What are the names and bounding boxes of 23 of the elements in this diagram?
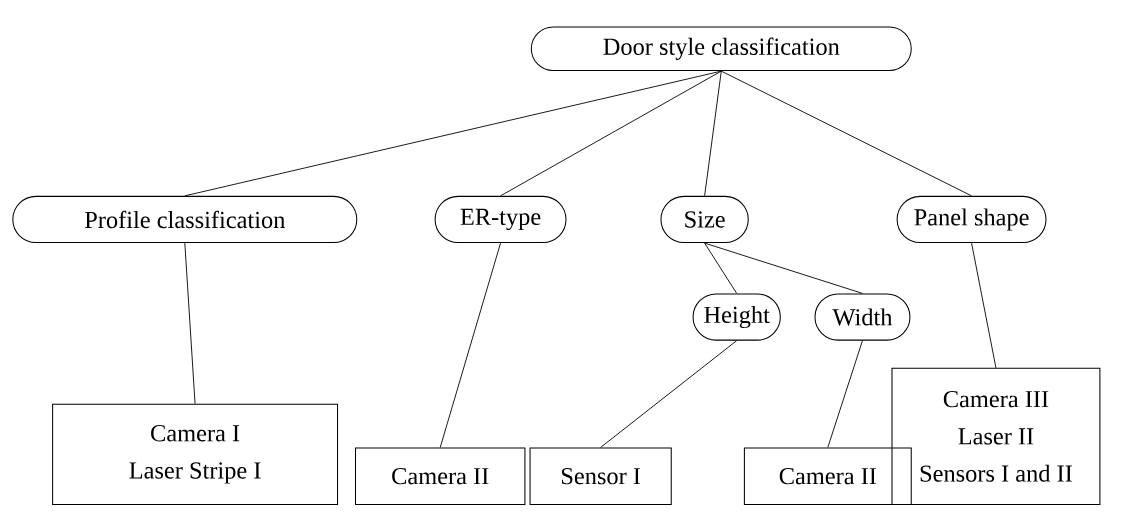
rounded-box: Panel shape bbox=[896, 195, 1047, 243]
rounded-box: Height bbox=[692, 293, 781, 341]
connector-line bbox=[184, 70, 722, 197]
rounded-box: Profile classification bbox=[12, 195, 358, 243]
sensor-box: Sensor I bbox=[529, 447, 672, 505]
connector-line bbox=[720, 70, 972, 197]
connector-line bbox=[600, 340, 738, 448]
connector-line bbox=[827, 340, 863, 448]
sensor-box: Camera I Laser Stripe I bbox=[52, 403, 339, 505]
connector-line bbox=[704, 242, 863, 294]
rounded-box: Door style classification bbox=[530, 26, 912, 71]
connector-line bbox=[971, 242, 997, 369]
connector-line bbox=[439, 242, 501, 448]
connector-line bbox=[704, 70, 722, 197]
sensor-box: Camera II bbox=[355, 447, 526, 505]
connector-line bbox=[500, 70, 722, 197]
rounded-box: Size bbox=[660, 195, 749, 243]
rounded-box: ER-type bbox=[434, 195, 567, 243]
sensor-box: Camera III Laser II Sensors I and II bbox=[891, 367, 1101, 505]
sensor-box: Camera II bbox=[743, 447, 912, 505]
connector-line bbox=[704, 242, 738, 294]
rounded-box: Width bbox=[814, 293, 911, 341]
connector-line bbox=[184, 242, 196, 405]
